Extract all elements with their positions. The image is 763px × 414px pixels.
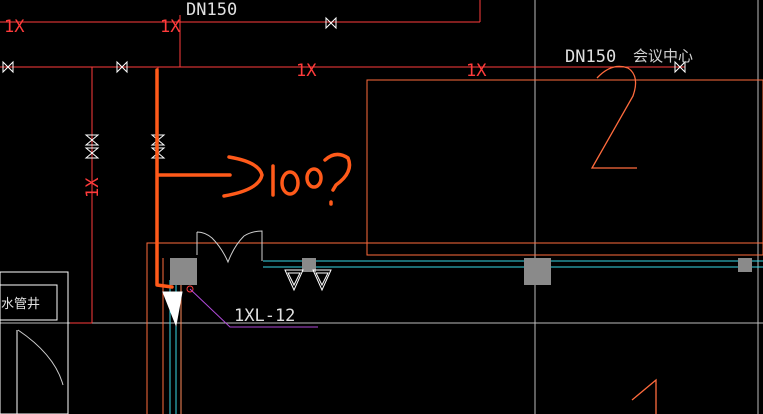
markup-question: [323, 152, 352, 206]
gate-valve-icon: [84, 134, 100, 146]
room-number-glyph: [590, 65, 637, 169]
shaft-wall-inner: [0, 284, 58, 321]
pipe-code-label: 1X: [4, 17, 25, 37]
gate-valve-icon: [2, 60, 14, 74]
room-name-label: 会议中心: [633, 47, 693, 65]
sprinkler-head-icon: [315, 272, 329, 287]
water-shaft: [0, 271, 69, 414]
pipe-code-label: 1X: [296, 61, 317, 81]
pipe-code-label: 1X: [466, 61, 487, 81]
column-block: [302, 258, 316, 272]
building-wall-outer: [146, 242, 763, 414]
gate-valve-icon: [150, 134, 166, 146]
gate-valve-icon: [674, 60, 686, 74]
large-room-numbers: [590, 65, 657, 414]
pipe-code-label-vertical: 1X: [83, 177, 103, 198]
gate-valve-icon: [325, 16, 337, 30]
valves: [2, 16, 686, 159]
gate-valve-icon: [116, 60, 128, 74]
gate-valve-icon: [150, 147, 166, 159]
markup-annotation: [155, 68, 352, 289]
markup-digit-0: [305, 167, 323, 189]
markup-bracket: [222, 155, 264, 198]
pipe-size-right-label: DN150: [565, 47, 616, 67]
sprinkler-head-icon: [287, 272, 301, 287]
drawing-labels: DN150 DN150 会议中心 1XL-12 水管井 1X 1X 1X 1X …: [1, 0, 693, 326]
column-block: [738, 258, 752, 272]
markup-digit-0: [280, 170, 300, 196]
gate-valve-icon: [84, 147, 100, 159]
sprinkler-heads: [162, 269, 332, 327]
door-swing-left: [17, 329, 64, 386]
pipe-size-top-label: DN150: [186, 0, 237, 20]
riser-marker: [186, 285, 318, 328]
riser-point-icon: [186, 285, 194, 293]
markup-riser-line: [155, 68, 174, 289]
meeting-room-wall: [366, 79, 763, 256]
column-block: [170, 258, 197, 285]
sprinkler-head-icon: [284, 269, 304, 292]
column-block: [524, 258, 551, 285]
door-arcs: [17, 230, 263, 386]
sprinkler-head-icon: [312, 269, 332, 292]
double-door-arc: [196, 230, 263, 264]
riser-label: 1XL-12: [234, 306, 295, 326]
column-blocks: [170, 258, 752, 285]
shaft-label: 水管井: [1, 297, 40, 312]
shaft-wall-outer: [0, 271, 69, 414]
pipe-code-label: 1X: [160, 17, 181, 37]
riser-leader-line: [189, 288, 318, 328]
corner-digit-glyph: [631, 378, 657, 414]
riser-triangle-icon: [162, 291, 183, 327]
top-frame: [0, 0, 481, 23]
